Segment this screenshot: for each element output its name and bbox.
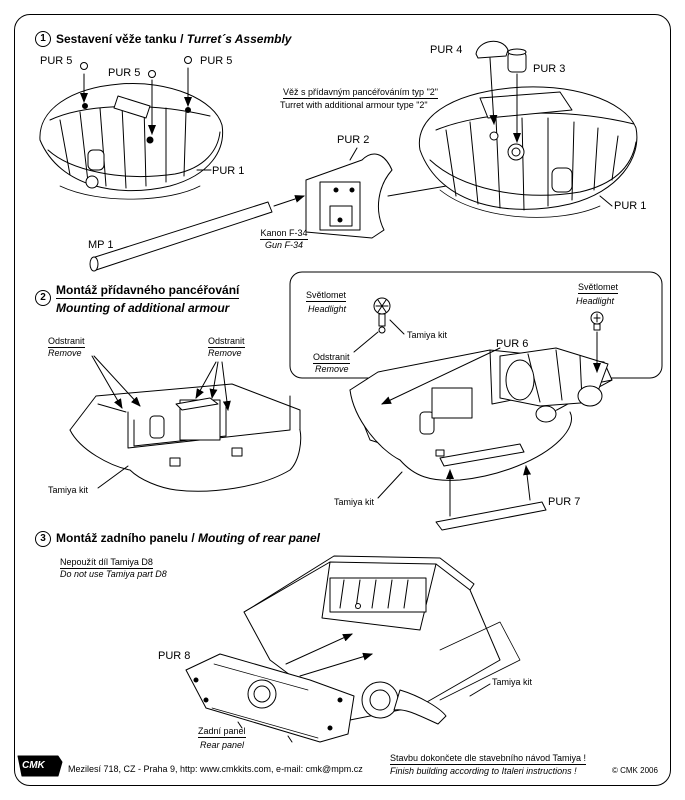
gun-name-cz: Kanon F-34 <box>260 228 308 240</box>
turret-type-cz: Věž s přídavným pancéřováním typ "2" <box>283 87 438 99</box>
label-pur7: PUR 7 <box>548 496 581 508</box>
remove-left-cz: Odstranit <box>48 336 85 348</box>
turret-right-drawing <box>418 86 638 218</box>
section3-title-separator: / <box>188 531 199 545</box>
page-frame <box>14 14 671 786</box>
tamiya-right: Tamiya kit <box>334 497 375 507</box>
footer-finish-en: Finish building according to Italeri ins… <box>390 766 577 776</box>
section2-title-en: Mounting of additional armour <box>56 301 230 315</box>
rear-panel-en: Rear panel <box>200 740 245 750</box>
turret-type-en: Turret with additional armour type "2" <box>280 100 428 110</box>
note-cz: Nepoužít díl Tamiya D8 <box>60 557 153 569</box>
label-pur4: PUR 4 <box>430 44 463 56</box>
tamiya-left: Tamiya kit <box>48 485 89 495</box>
inset-remove-en: Remove <box>315 364 349 374</box>
section3-title-cz: Montáž zadního panelu <box>56 531 188 545</box>
label-pur5-c: PUR 5 <box>200 55 233 67</box>
tamiya-rear: Tamiya kit <box>492 677 533 687</box>
hull-left-drawing <box>69 383 302 492</box>
hull-right-drawing <box>349 347 613 481</box>
section3-title: Montáž zadního panelu / Mouting of rear … <box>56 531 320 545</box>
headlight-right-cz: Světlomet <box>578 282 619 294</box>
rear-panel-drawing <box>185 653 355 743</box>
step-number-2: 2 <box>35 290 51 306</box>
headlight-right-en: Headlight <box>576 296 615 306</box>
turret-left-drawing <box>39 82 224 200</box>
inset-headlight-cz: Světlomet <box>306 290 347 302</box>
label-mp1: MP 1 <box>88 239 114 251</box>
section1-title-en: Turret´s Assembly <box>186 32 292 46</box>
inset-remove-cz: Odstranit <box>313 352 350 364</box>
step-number-3: 3 <box>35 531 51 547</box>
label-pur1-right: PUR 1 <box>614 200 647 212</box>
label-pur1-left: PUR 1 <box>212 165 245 177</box>
label-pur3: PUR 3 <box>533 63 566 75</box>
footer-finish-cz: Stavbu dokončete dle stavebního návod Ta… <box>390 753 586 765</box>
label-pur6: PUR 6 <box>496 338 529 350</box>
step-number-1: 1 <box>35 31 51 47</box>
label-pur5-a: PUR 5 <box>40 55 73 67</box>
note-en: Do not use Tamiya part D8 <box>60 569 167 579</box>
gun-barrel-drawing <box>89 201 273 272</box>
gun-name-en: Gun F-34 <box>264 240 304 250</box>
label-pur5-b: PUR 5 <box>108 67 141 79</box>
label-pur2: PUR 2 <box>337 134 370 146</box>
remove-mid-cz: Odstranit <box>208 336 245 348</box>
headlight-inset-drawing <box>373 297 391 334</box>
cmk-logo <box>17 755 63 777</box>
section2-title-cz: Montáž přídavného pancéřování <box>56 283 240 299</box>
label-pur8: PUR 8 <box>158 650 191 662</box>
section1-title: Sestavení věže tanku / Turret´s Assembly <box>56 32 291 46</box>
cmk-logo-text: CMK <box>22 760 45 771</box>
rear-panel-cz: Zadní panel <box>198 726 246 738</box>
section1-title-separator: / <box>176 32 187 46</box>
footer-address: Mezilesí 718, CZ - Praha 9, http: www.cm… <box>68 764 363 774</box>
mantlet-drawing <box>305 153 393 239</box>
section1-title-cz: Sestavení věže tanku <box>56 32 177 46</box>
footer-copyright: © CMK 2006 <box>612 766 658 775</box>
remove-mid-en: Remove <box>208 348 242 358</box>
inset-headlight-en: Headlight <box>308 304 347 314</box>
section3-title-en: Mouting of rear panel <box>198 531 321 545</box>
inset-tamiya: Tamiya kit <box>407 330 448 340</box>
remove-left-en: Remove <box>48 348 82 358</box>
